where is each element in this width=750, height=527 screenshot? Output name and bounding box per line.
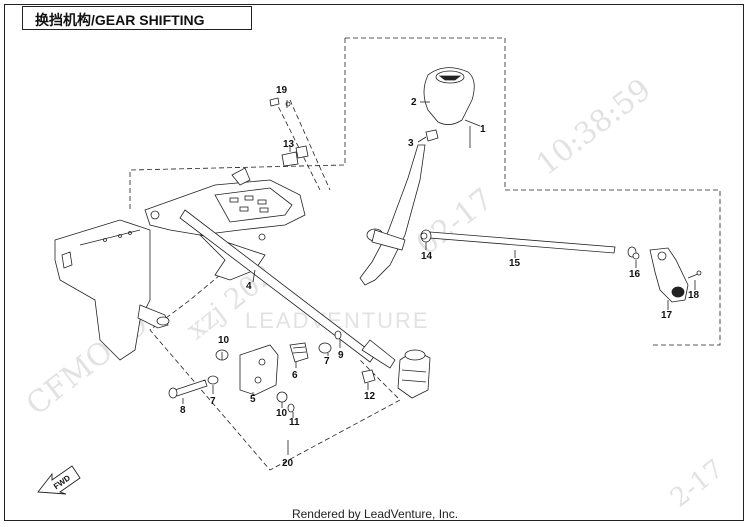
drawing-frame xyxy=(4,4,744,521)
callout-11: 11 xyxy=(289,417,300,428)
shift-rod xyxy=(429,231,616,254)
callout-16: 16 xyxy=(629,269,641,280)
title-box: 换挡机构/GEAR SHIFTING xyxy=(22,6,252,30)
fwd-arrow-icon: FWD xyxy=(37,465,81,495)
callout-17: 17 xyxy=(661,310,673,321)
callout-7a: 7 xyxy=(324,356,330,367)
bracket-group-border xyxy=(149,274,401,471)
bracket xyxy=(239,344,279,396)
callout-3: 3 xyxy=(408,138,414,149)
page-title: 换挡机构/GEAR SHIFTING xyxy=(35,12,205,28)
bolt xyxy=(174,379,208,397)
callout-15: 15 xyxy=(509,258,521,269)
callout-20: 20 xyxy=(282,458,294,469)
footer-credit: Rendered by LeadVenture, Inc. xyxy=(291,507,459,521)
shift-knob xyxy=(423,67,475,125)
callout-12: 12 xyxy=(364,391,376,402)
callout-13: 13 xyxy=(283,139,295,150)
callout-8: 8 xyxy=(180,405,186,416)
callout-18: 18 xyxy=(688,290,700,301)
shift-lever xyxy=(359,144,426,286)
callout-7b: 7 xyxy=(210,396,216,407)
callout-1: 1 xyxy=(480,124,486,135)
pivot-shaft xyxy=(179,209,376,363)
callout-9: 9 xyxy=(338,350,344,361)
shifter-group-border xyxy=(129,38,346,210)
callout-6: 6 xyxy=(292,370,298,381)
callout-10b: 10 xyxy=(276,408,288,419)
callout-4: 4 xyxy=(246,281,252,292)
callout-14: 14 xyxy=(421,251,433,262)
callout-2: 2 xyxy=(411,97,417,108)
mounting-plate xyxy=(54,219,151,361)
callout-10a: 10 xyxy=(218,335,230,346)
callout-19: 19 xyxy=(276,85,288,96)
callout-5: 5 xyxy=(250,394,256,405)
